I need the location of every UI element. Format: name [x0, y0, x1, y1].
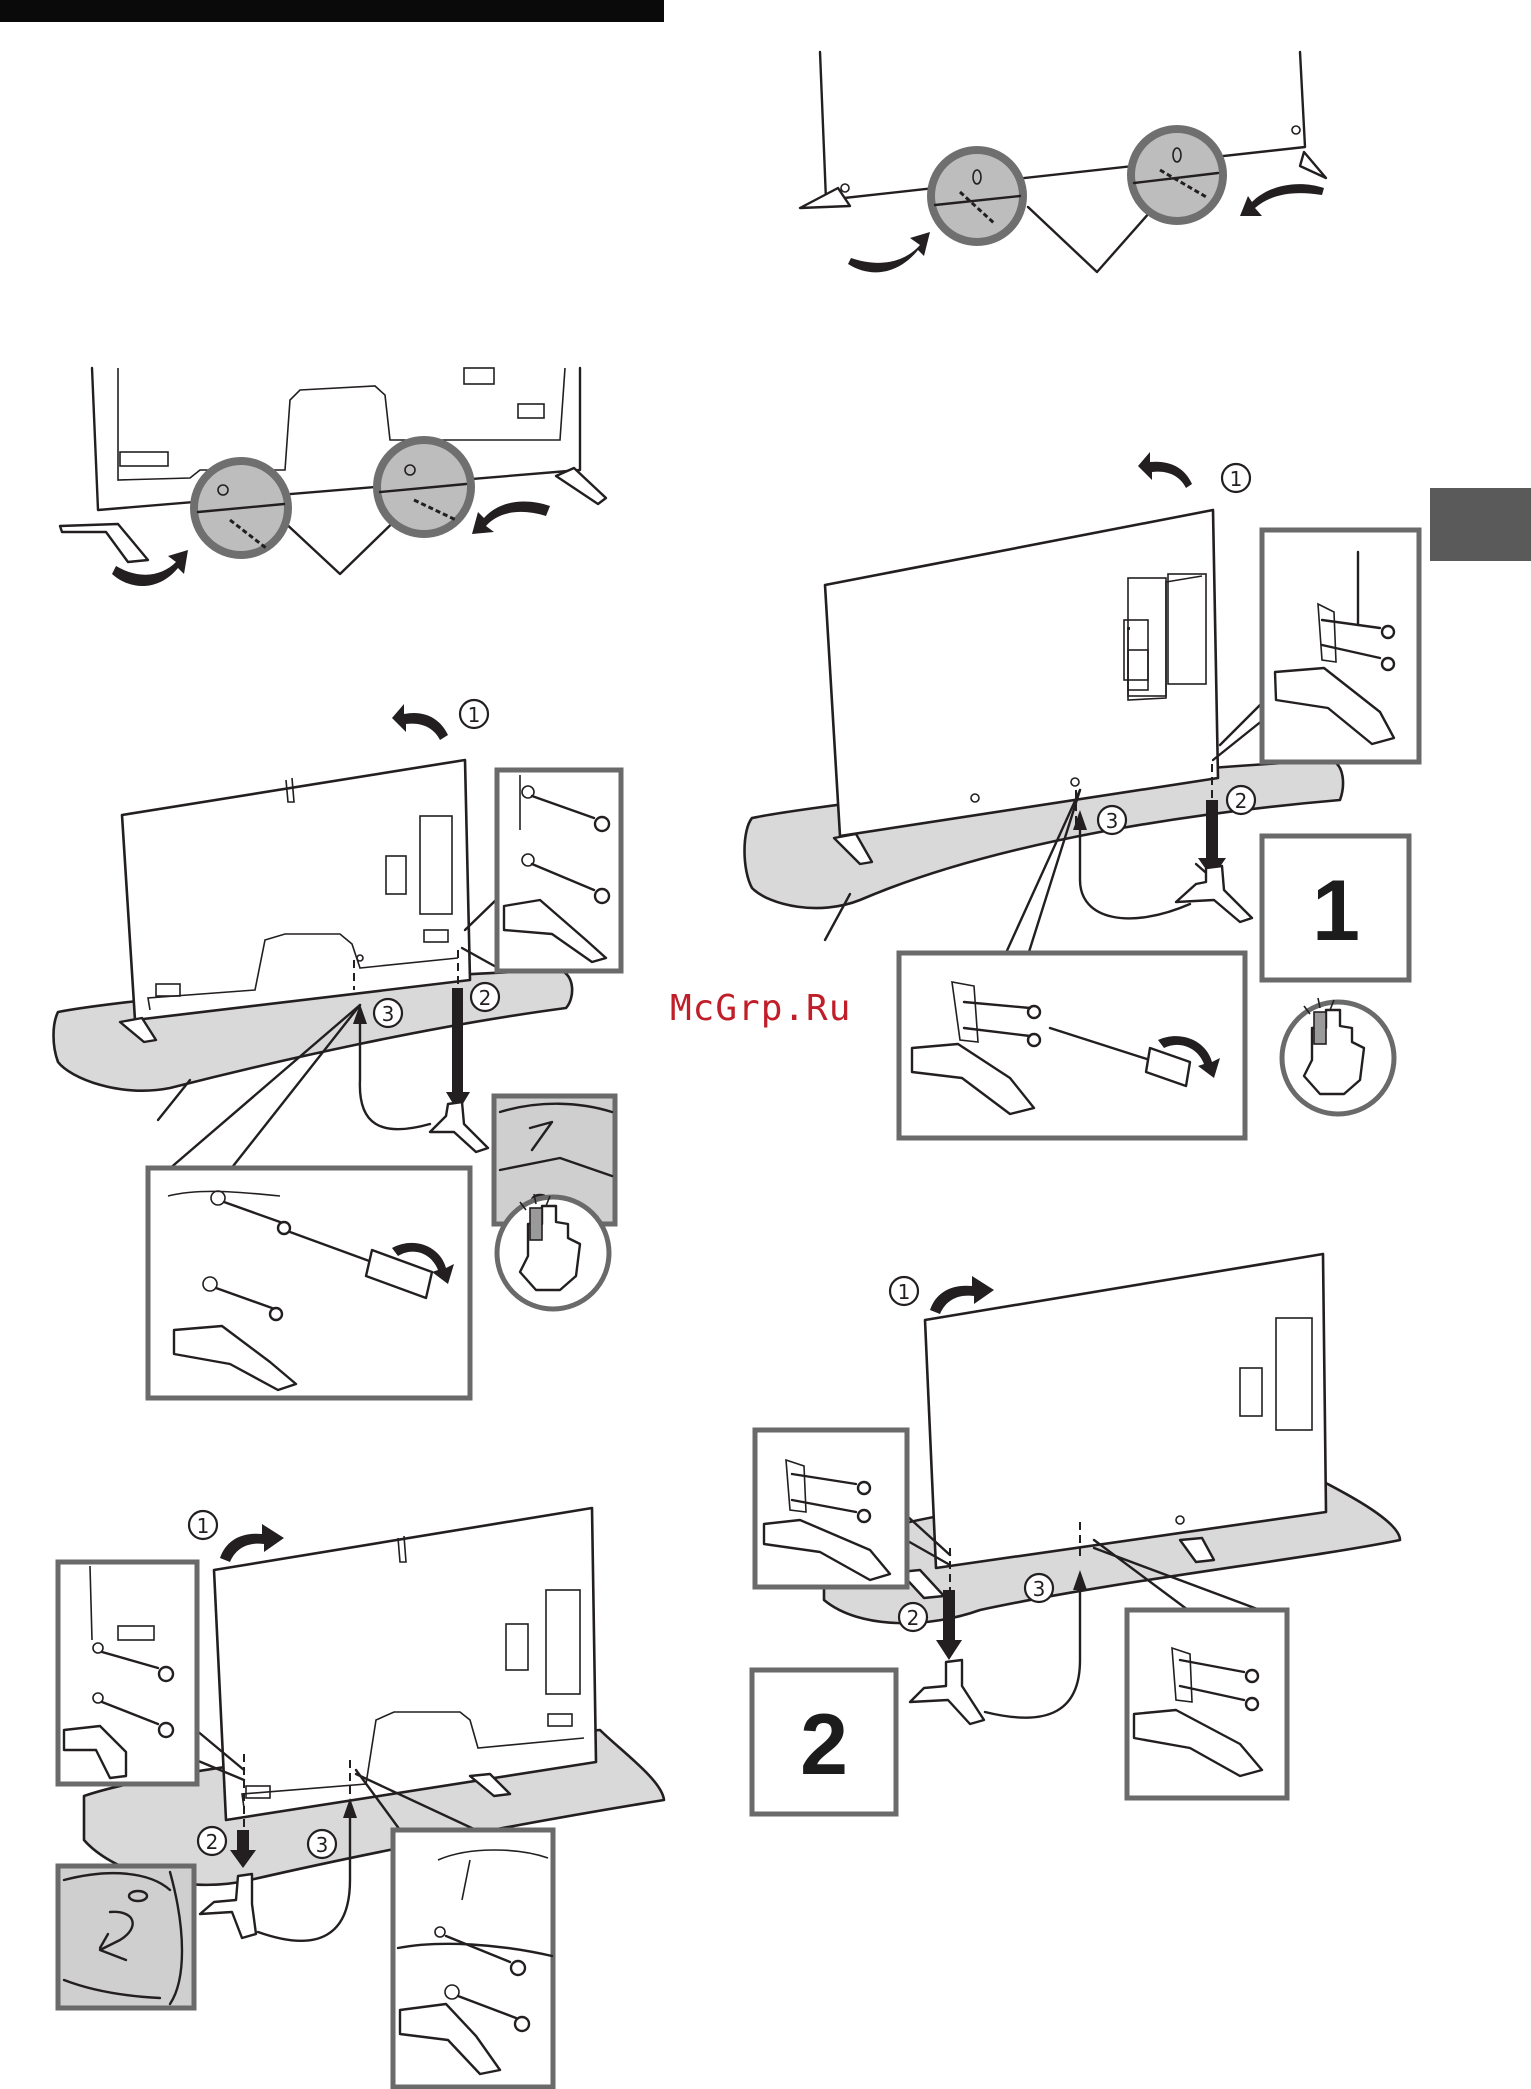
step-1-label: 1	[1312, 863, 1360, 959]
sub-step-number: 1	[898, 1280, 911, 1304]
section-header-bar	[0, 0, 664, 22]
curved-arrow-icon	[848, 232, 930, 272]
sub-step-number: 3	[316, 1833, 329, 1857]
tv-bottom-holes-right	[800, 52, 1326, 272]
chapter-tab	[1430, 488, 1531, 561]
step-2-variant-left: 2 3 1	[58, 1508, 664, 2087]
hand-press-icon	[497, 1194, 609, 1309]
hand-press-icon	[1282, 998, 1394, 1114]
curved-arrow-icon	[472, 502, 550, 534]
sub-step-number: 1	[468, 703, 481, 727]
step-2-attach-left-stand: 2 3 1 2	[752, 1254, 1400, 1814]
sub-step-number: 3	[1033, 1577, 1046, 1601]
sub-step-number: 2	[907, 1606, 920, 1630]
step-1-variant-left: 2 3 1	[54, 700, 622, 1398]
step-2-label: 2	[800, 1697, 848, 1793]
sub-step-number: 1	[1230, 467, 1243, 491]
sub-step-number: 2	[206, 1830, 219, 1854]
sub-step-number: 3	[1106, 809, 1119, 833]
sub-step-number: 3	[382, 1002, 395, 1026]
watermark-text: McGrp.Ru	[670, 988, 851, 1029]
sub-step-number: 2	[1235, 789, 1248, 813]
step-1-attach-right-stand: 2 3 1 1	[745, 452, 1420, 1138]
sub-step-number: 2	[479, 986, 492, 1010]
sub-step-number: 1	[197, 1514, 210, 1538]
curved-arrow-icon	[1240, 184, 1324, 216]
tv-back-holes-left	[60, 368, 606, 586]
